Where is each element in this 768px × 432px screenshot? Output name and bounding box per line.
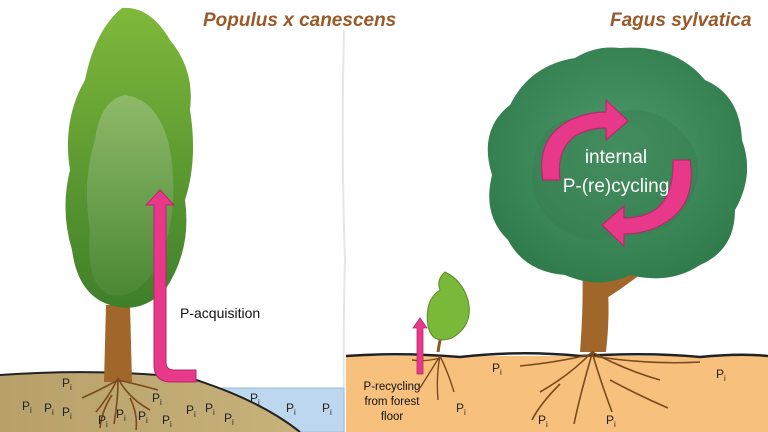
pi-label: Pi: [250, 391, 260, 407]
pi-label: Pi: [492, 361, 502, 377]
p-acquisition-label: P-acquisition: [180, 305, 260, 321]
right-soil: [346, 356, 768, 432]
right-species-title: Fagus sylvatica: [610, 10, 752, 31]
seedling-icon: [411, 271, 470, 401]
pi-label: Pi: [716, 367, 726, 383]
upward-arrow-icon: [412, 317, 428, 375]
pi-label: Pi: [62, 376, 72, 392]
pi-label: Pi: [138, 409, 148, 425]
cycle-label-line1: internal: [585, 147, 647, 168]
pi-label: Pi: [224, 411, 234, 427]
pi-label: Pi: [606, 413, 616, 429]
cycle-label-line2: P-(re)cycling: [563, 176, 670, 197]
beech-tree-icon: [487, 47, 748, 425]
pi-label: Pi: [162, 413, 172, 429]
pi-label: Pi: [22, 399, 32, 415]
pi-label: Pi: [116, 407, 126, 423]
left-soil: [0, 372, 300, 432]
panel-divider: [341, 29, 347, 432]
pi-label: Pi: [186, 403, 196, 419]
recycling-label-line3: floor: [381, 411, 404, 423]
right-phosphate-labels: Pi Pi Pi Pi Pi: [456, 361, 726, 429]
pi-label: Pi: [44, 401, 54, 417]
pi-label: Pi: [98, 413, 108, 429]
pi-label: Pi: [456, 401, 466, 417]
upward-arrow-icon: [144, 189, 197, 383]
pi-label: Pi: [286, 401, 296, 417]
left-species-title: Populus x canescens: [203, 10, 396, 31]
pi-label: Pi: [62, 405, 72, 421]
cycle-arrows-icon: [541, 98, 692, 248]
poplar-tree-icon: [65, 7, 194, 431]
recycling-label-line1: P-recycling: [364, 381, 421, 393]
recycling-label-line2: from forest: [365, 396, 421, 408]
pi-label: Pi: [322, 401, 332, 417]
pi-label: Pi: [205, 401, 215, 417]
pi-label: Pi: [152, 391, 162, 407]
pi-label: Pi: [538, 413, 548, 429]
left-phosphate-labels: Pi Pi Pi Pi Pi Pi Pi Pi Pi Pi Pi Pi Pi P…: [22, 376, 332, 429]
